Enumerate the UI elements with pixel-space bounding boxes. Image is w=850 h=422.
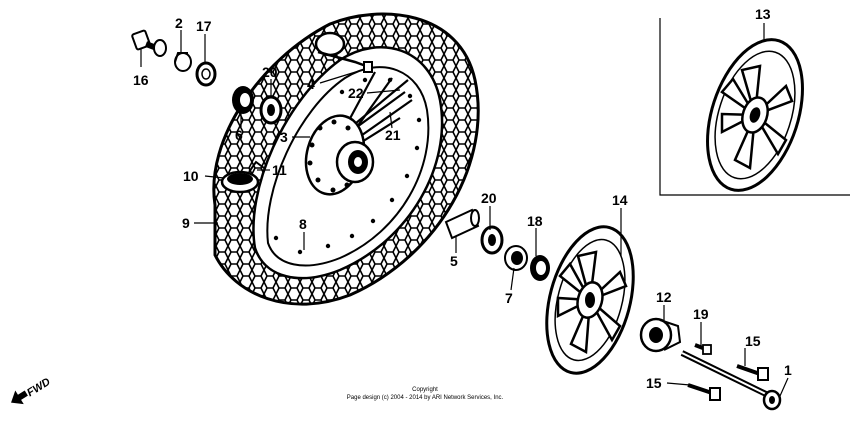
callout-labels: 16 2 17 20 6 4 22 3 21 10 11 9 8 20 18 1…: [133, 6, 792, 391]
speedometer-retainer[interactable]: [504, 245, 528, 271]
label-15a: 15: [745, 333, 761, 349]
brake-disc-inset[interactable]: [690, 28, 820, 203]
label-2: 2: [175, 15, 183, 31]
label-21: 21: [385, 127, 401, 143]
inset-frame: [659, 18, 850, 196]
distance-collar[interactable]: [444, 208, 480, 240]
label-20b: 20: [481, 190, 497, 206]
wheel-hub[interactable]: [298, 109, 375, 201]
bolt-15-upper[interactable]: [736, 364, 769, 381]
collar[interactable]: [174, 52, 192, 72]
label-1: 1: [784, 362, 792, 378]
dust-seal[interactable]: [195, 61, 217, 87]
rim-band[interactable]: [220, 160, 265, 194]
bearing-spacer-left[interactable]: [259, 95, 283, 125]
label-8: 8: [299, 216, 307, 232]
forward-label: FWD: [25, 376, 53, 399]
label-12: 12: [656, 289, 672, 305]
tube-valve[interactable]: [314, 31, 373, 73]
bearing-left[interactable]: [232, 86, 254, 114]
label-20a: 20: [262, 64, 278, 80]
brake-disc[interactable]: [532, 217, 648, 383]
copyright-notice: Copyright Page design (c) 2004 - 2014 by…: [347, 387, 504, 401]
label-3: 3: [280, 129, 288, 145]
label-9: 9: [182, 215, 190, 231]
label-13: 13: [755, 6, 771, 22]
forward-direction-indicator: FWD: [11, 376, 53, 405]
label-4: 4: [307, 76, 315, 92]
rim[interactable]: [266, 66, 430, 267]
label-18: 18: [527, 213, 543, 229]
copyright-line1: Copyright: [412, 387, 438, 393]
label-7: 7: [505, 290, 513, 306]
side-collar[interactable]: [639, 317, 682, 353]
label-22: 22: [348, 85, 364, 101]
leader-lines: [140, 23, 789, 397]
label-14: 14: [612, 192, 628, 208]
front-axle[interactable]: [680, 350, 782, 411]
label-15b: 15: [646, 375, 662, 391]
axle-nut[interactable]: [131, 29, 167, 57]
label-10: 10: [183, 168, 199, 184]
label-16: 16: [133, 72, 149, 88]
label-6: 6: [235, 127, 243, 143]
dust-seal-right[interactable]: [530, 255, 550, 281]
label-5: 5: [450, 253, 458, 269]
axle-bolt-19[interactable]: [694, 343, 712, 355]
copyright-line2: Page design (c) 2004 - 2014 by ARI Netwo…: [347, 395, 504, 401]
bearing-right[interactable]: [480, 225, 504, 255]
label-11: 11: [272, 162, 287, 178]
label-19: 19: [693, 306, 709, 322]
bolt-15-lower[interactable]: [687, 383, 721, 401]
label-17: 17: [196, 18, 212, 34]
